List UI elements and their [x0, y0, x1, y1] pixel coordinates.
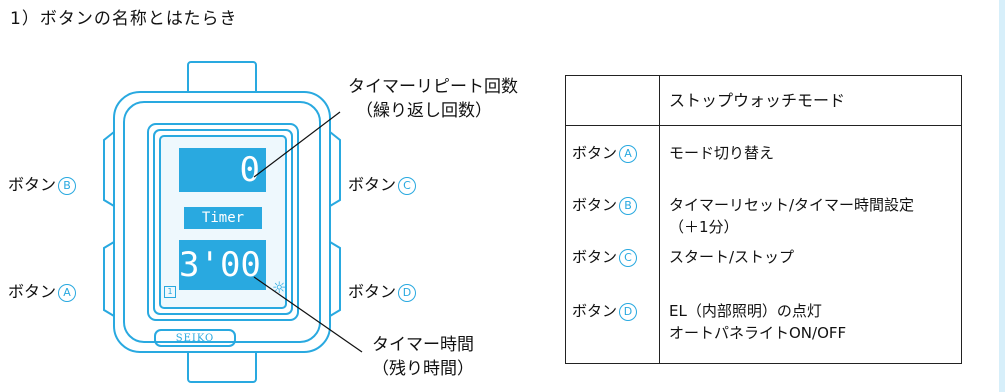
table-row-d-function: EL（内部照明）の点灯 オートパネライトON/OFF: [669, 300, 846, 344]
header-divider: [566, 125, 961, 126]
table-row-b-function: タイマーリセット/タイマー時間設定 （＋1分）: [669, 194, 914, 238]
display-bottom-segment: 3'00: [179, 240, 266, 290]
row-button-text: ボタン: [572, 248, 618, 266]
function-line: タイマーリセット/タイマー時間設定: [669, 196, 915, 214]
function-line: オートパネライトON/OFF: [669, 324, 847, 342]
circled-c-icon: C: [398, 176, 417, 195]
label-text: ボタン: [348, 282, 397, 301]
display-mode-label: Timer: [184, 207, 262, 229]
circled-a-icon: A: [58, 283, 77, 302]
circled-d-icon: D: [398, 283, 417, 302]
column-divider: [659, 76, 660, 363]
table-row-c-function: スタート/ストップ: [669, 248, 795, 266]
circled-b-icon: B: [619, 196, 638, 215]
circled-b-icon: B: [58, 176, 77, 195]
annotation-timer-time: タイマー時間 （残り時間）: [372, 333, 474, 381]
repeat-count-icon: 1: [164, 286, 176, 298]
section-title: 1）ボタンの名称とはたらき: [10, 9, 238, 29]
leader-lines: [253, 111, 363, 353]
page-edge-bar: [999, 0, 1005, 392]
row-button-text: ボタン: [572, 196, 618, 214]
label-text: ボタン: [348, 175, 397, 194]
circled-c-icon: C: [619, 248, 638, 267]
table-row-a-function: モード切り替え: [669, 144, 775, 162]
function-line: EL（内部照明）の点灯: [669, 302, 822, 320]
brand-label: SEIKO: [175, 333, 215, 344]
display-top-segment: 0: [179, 148, 266, 192]
annotation-line: （残り時間）: [372, 359, 474, 379]
label-text: ボタン: [8, 282, 57, 301]
circled-a-icon: A: [619, 144, 638, 163]
annotation-line: タイマーリピート回数: [348, 77, 518, 97]
label-text: ボタン: [8, 175, 57, 194]
function-line: （＋1分）: [669, 218, 739, 236]
annotation-repeat-count: タイマーリピート回数 （繰り返し回数）: [348, 75, 518, 123]
row-button-text: ボタン: [572, 302, 618, 320]
table-header: ストップウォッチモード: [669, 91, 846, 110]
annotation-line: タイマー時間: [372, 335, 474, 355]
annotation-line: （繰り返し回数）: [356, 101, 492, 121]
circled-d-icon: D: [619, 302, 638, 321]
row-button-text: ボタン: [572, 144, 618, 162]
